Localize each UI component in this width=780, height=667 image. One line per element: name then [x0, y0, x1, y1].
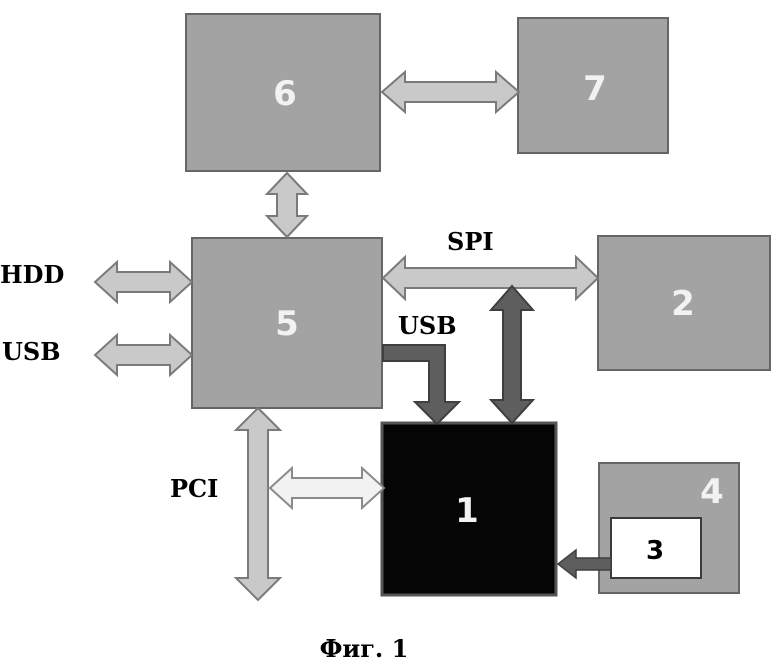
block-3-label: 3	[646, 536, 664, 566]
label-spi: SPI	[447, 227, 494, 256]
block-6	[185, 13, 381, 172]
block-4-label: 4	[700, 472, 724, 512]
block-7	[517, 17, 669, 154]
block-1	[380, 421, 558, 597]
arrow-block3-block1	[556, 548, 612, 580]
label-usb-left: USB	[2, 337, 61, 366]
label-hdd: HDD	[0, 260, 64, 289]
block-2-label: 2	[671, 284, 695, 324]
block-5-label: 5	[275, 304, 299, 344]
arrow-usb-left	[93, 332, 194, 378]
arrow-pci-bus	[233, 406, 283, 602]
arrow-6-7	[380, 69, 521, 115]
block-1-label: 1	[455, 491, 479, 531]
arrow-spi-block1	[488, 284, 536, 425]
block-2	[597, 235, 771, 371]
arrow-usb-internal	[382, 344, 462, 426]
label-pci: PCI	[170, 474, 218, 503]
arrow-hdd	[93, 259, 194, 305]
figure-caption: Фиг. 1	[320, 634, 409, 663]
arrow-6-5	[264, 171, 310, 239]
block-7-label: 7	[583, 69, 607, 109]
arrow-pci-block1	[268, 465, 386, 511]
arrow-spi	[381, 254, 600, 302]
block-3	[610, 517, 702, 579]
label-usb-internal: USB	[398, 311, 457, 340]
block-6-label: 6	[273, 74, 297, 114]
